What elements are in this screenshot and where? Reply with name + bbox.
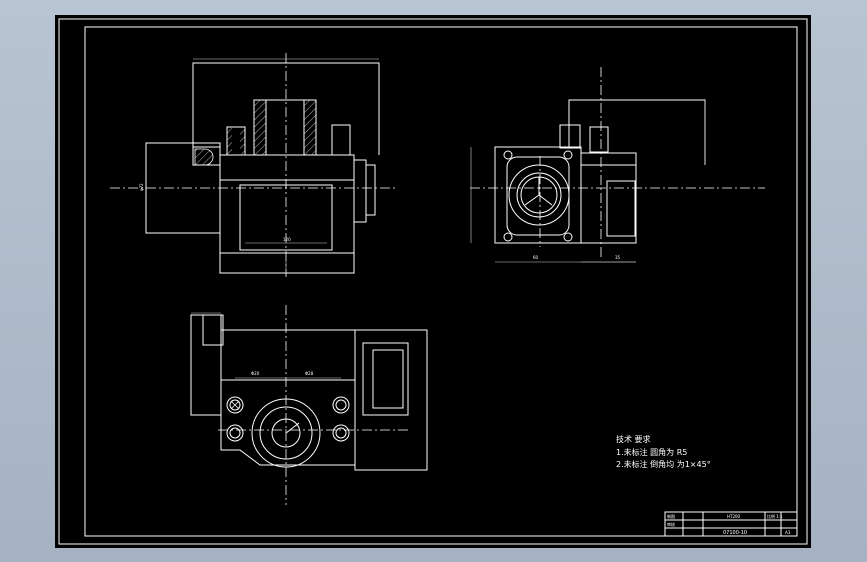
notes-line-2: 2.未标注 倒角均 为1×45° (616, 459, 711, 469)
notes-title: 技术 要求 (616, 434, 651, 444)
dim-d3: Φ28 (305, 371, 314, 376)
side-view: 60 35 (470, 67, 765, 263)
title-block-material: HT200 (727, 514, 741, 519)
title-block-label-b: 审核 (667, 521, 675, 527)
drawing-canvas: 120 φ72 60 35 (58, 18, 808, 545)
dim-d2: Φ20 (251, 371, 260, 376)
title-block-label-a: 制图 (667, 513, 675, 519)
cad-viewport[interactable]: 120 φ72 60 35 (55, 15, 811, 548)
title-block-sheet: A3 (785, 530, 791, 535)
technical-notes: 技术 要求 1.未标注 圆角为 R5 2.未标注 倒角均 为1×45° (616, 434, 711, 469)
dim-d5: 60 (533, 255, 539, 260)
title-block: 制图 审核 HT200 比例 1:1 07100-10 A3 (664, 511, 798, 537)
front-view: 120 φ72 (110, 53, 395, 277)
title-block-scale: 比例 1:1 (767, 513, 783, 519)
dim-d4: 120 (283, 237, 291, 242)
dim-d1: φ72 (139, 183, 144, 191)
inner-frame (84, 26, 798, 537)
top-view: Φ20 Φ28 (190, 305, 428, 505)
title-block-drawing-no: 07100-10 (723, 530, 747, 536)
notes-line-1: 1.未标注 圆角为 R5 (616, 447, 687, 457)
outer-frame (58, 18, 808, 545)
dim-d6: 35 (615, 255, 621, 260)
